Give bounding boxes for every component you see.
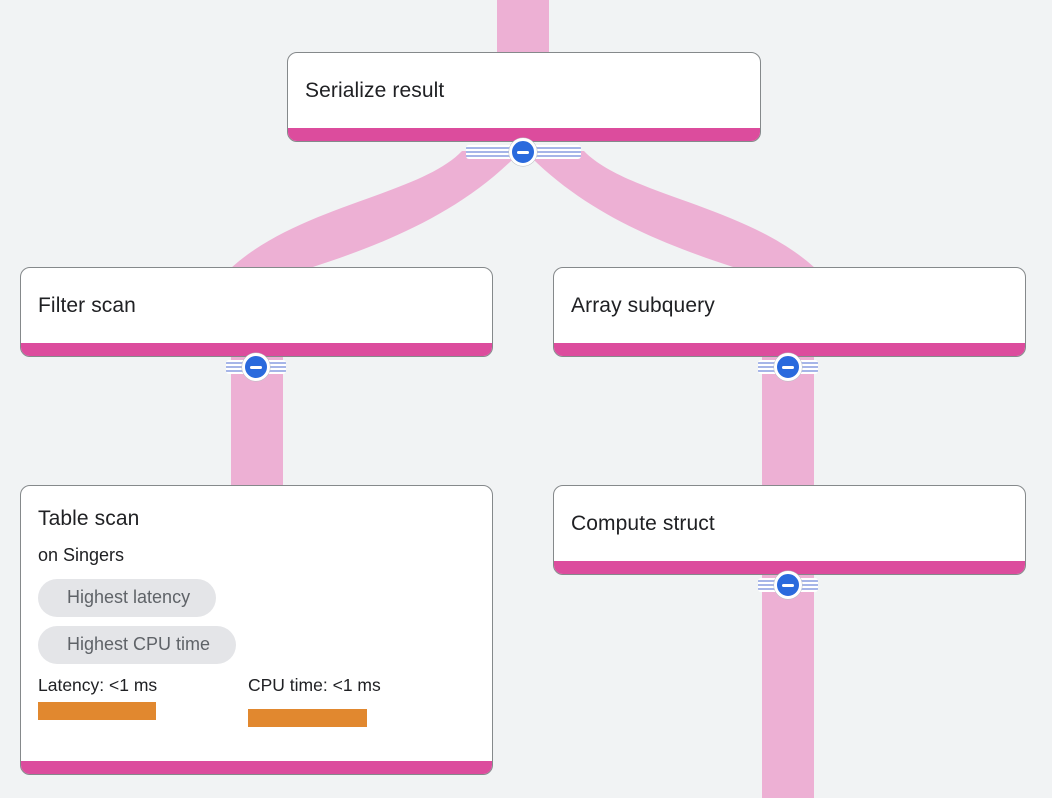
metric-latency-bar <box>38 702 156 720</box>
collapse-minus-icon <box>774 571 802 599</box>
collapse-button-array[interactable] <box>758 353 818 381</box>
node-array-subquery[interactable]: Array subquery <box>553 267 1026 357</box>
node-accent-bar <box>21 343 492 356</box>
node-accent-bar <box>288 128 760 141</box>
node-title: Compute struct <box>571 511 715 535</box>
badge-highest-latency: Highest latency <box>38 579 217 617</box>
edge-serialize-to-filter <box>231 151 521 268</box>
badge-highest-cpu-time: Highest CPU time <box>38 626 237 664</box>
node-accent-bar <box>21 761 492 774</box>
metric-cpu-time-bar <box>248 709 367 727</box>
node-filter-scan[interactable]: Filter scan <box>20 267 493 357</box>
collapse-minus-icon <box>774 353 802 381</box>
metrics-row: Latency: <1 ms CPU time: <1 ms <box>38 675 474 727</box>
edge-serialize-to-array <box>525 151 815 268</box>
metric-cpu-time-label: CPU time: <1 ms <box>248 675 381 695</box>
collapse-button-serialize[interactable] <box>465 138 581 166</box>
edge-compute-to-below <box>762 574 814 798</box>
node-table-scan[interactable]: Table scan on Singers Highest latency Hi… <box>20 485 493 775</box>
collapse-button-compute[interactable] <box>758 571 818 599</box>
node-subtitle: on Singers <box>38 545 125 565</box>
collapse-minus-icon <box>242 353 270 381</box>
node-serialize-result[interactable]: Serialize result <box>287 52 761 142</box>
node-title: Array subquery <box>571 293 715 317</box>
collapse-minus-icon <box>509 138 537 166</box>
node-title: Table scan <box>38 507 140 530</box>
metric-latency: Latency: <1 ms <box>38 675 248 727</box>
node-title: Serialize result <box>305 78 445 102</box>
edge-top-to-serialize <box>497 0 549 54</box>
node-title: Filter scan <box>38 293 136 317</box>
collapse-button-filter[interactable] <box>226 353 286 381</box>
metric-latency-label: Latency: <1 ms <box>38 675 158 695</box>
node-accent-bar <box>554 561 1025 574</box>
node-compute-struct[interactable]: Compute struct <box>553 485 1026 575</box>
node-accent-bar <box>554 343 1025 356</box>
metric-cpu-time: CPU time: <1 ms <box>248 675 458 727</box>
